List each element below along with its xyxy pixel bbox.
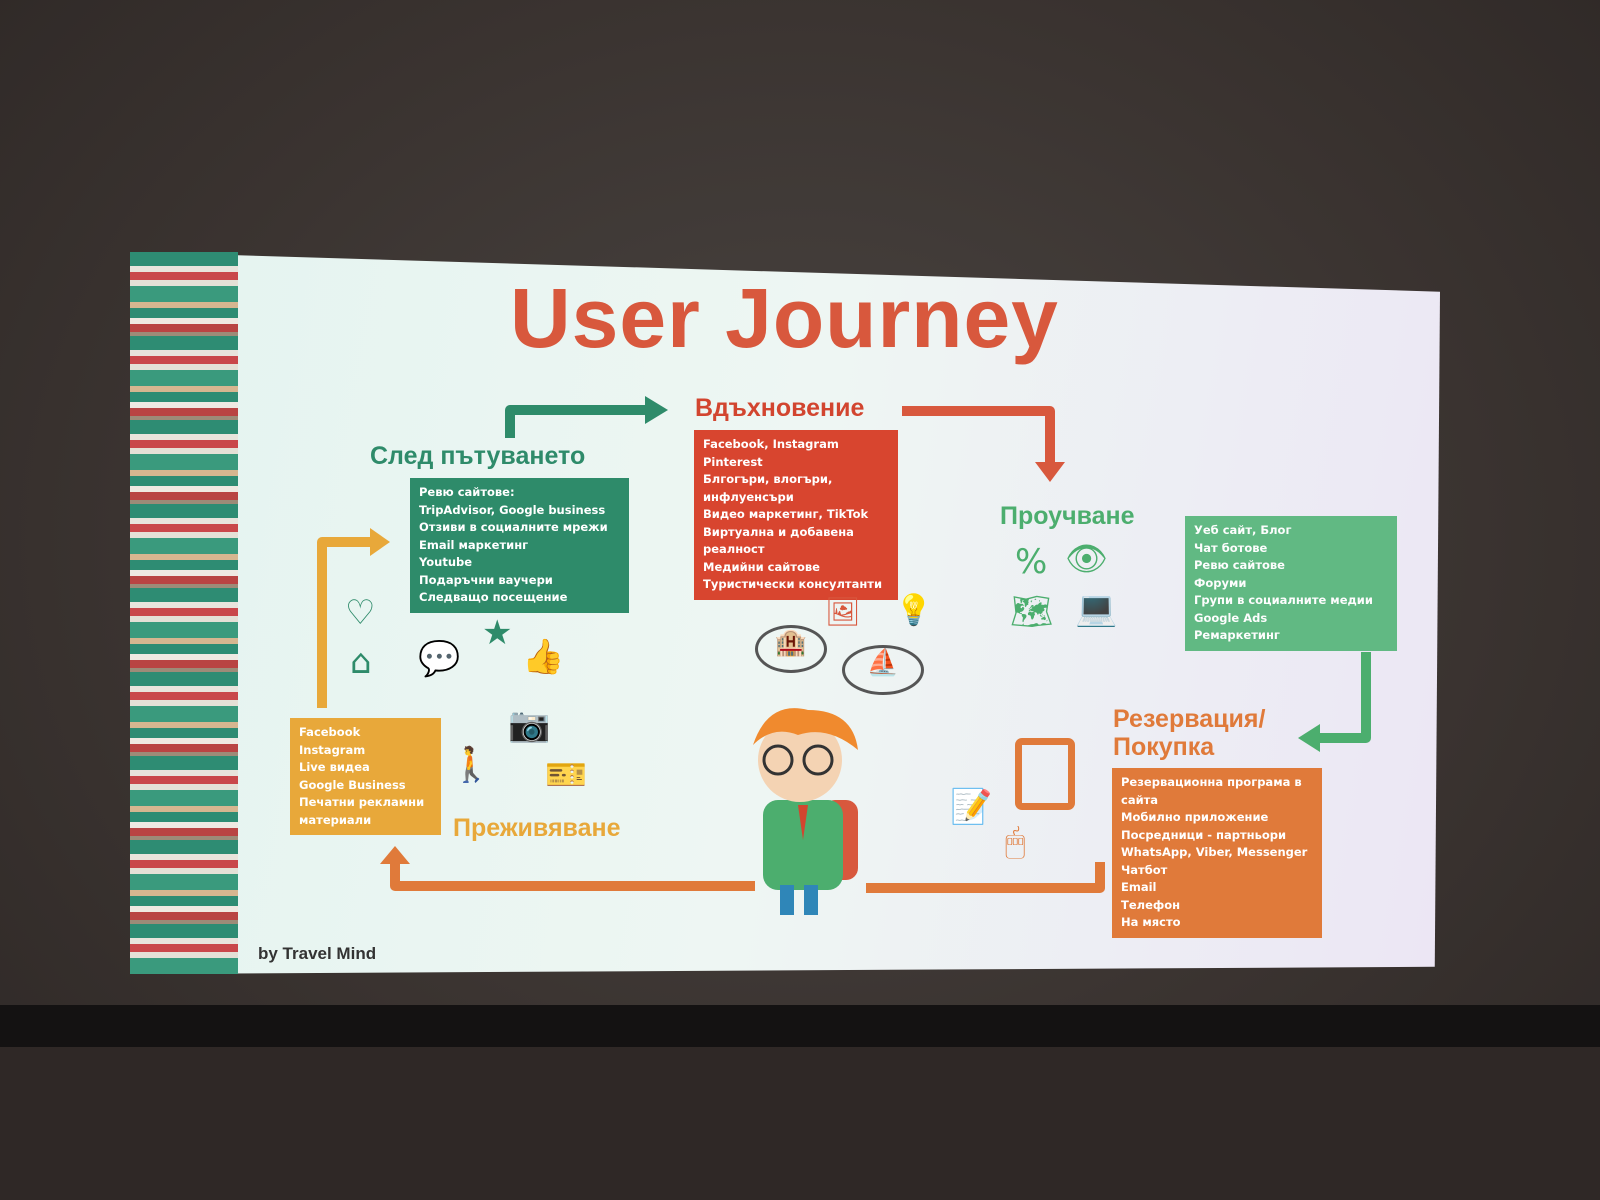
channel-item: Чат ботове (1194, 540, 1268, 555)
channel-item: Групи в социалните медии (1194, 593, 1373, 607)
map-icon: 🗺 (1010, 592, 1054, 632)
heart-icon: ♡ (345, 593, 376, 633)
channel-item: Ревю сайтове (1194, 558, 1285, 572)
laptop-icon: 💻 (1075, 589, 1118, 629)
eye-search-icon: 👁 (1065, 539, 1109, 579)
stage-title-research: Проучване (1000, 502, 1135, 530)
traveler-person-icon (753, 708, 858, 915)
channel-item: Facebook, Instagram (703, 437, 839, 451)
channel-item: Youtube (419, 555, 473, 569)
channel-item: Подаръчни ваучери (419, 572, 553, 587)
channel-item: Уеб сайт, Блог (1194, 523, 1292, 537)
channel-item: Google Ads (1194, 610, 1268, 625)
channel-item: Следващо посещение (419, 590, 568, 604)
tickets-icon: 🎫 (545, 755, 588, 795)
channel-item: Ревю сайтове: (419, 485, 515, 499)
mouse-icon: 🖱 (1005, 822, 1026, 862)
channel-item: Печатни рекламни материали (299, 795, 425, 827)
channel-item: Медийни сайтове (703, 559, 820, 574)
channel-item: Отзиви в социалните мрежи (419, 520, 608, 534)
channel-item: Видео маркетинг, TikTok (703, 507, 869, 521)
lightbulb-icon: 💡 (895, 593, 933, 628)
channel-item: Instagram (299, 742, 366, 757)
channel-item: Pinterest (703, 454, 763, 469)
channel-item: Мобилно приложение (1121, 810, 1269, 824)
arrow-person-to-experience (390, 862, 755, 891)
house-icon: ⌂ (350, 642, 372, 682)
stage-title-experience: Преживяване (453, 814, 621, 842)
stage-title-booking: Резервация/ Покупка (1113, 705, 1266, 761)
sailboat-thought-icon: ⛵ (842, 645, 924, 695)
channel-item: Форуми (1194, 575, 1247, 590)
channel-item: Live видеа (299, 760, 370, 774)
arrow-after-to-inspiration (505, 405, 645, 438)
arrow-booking-to-person (866, 862, 1105, 893)
decorative-stripes (130, 252, 238, 974)
screen-bottom-bar (0, 1005, 1600, 1047)
channel-item: Чатбот (1121, 862, 1168, 877)
channel-item: На място (1121, 915, 1181, 929)
credit-text: by Travel Mind (258, 944, 377, 963)
after-trip-channels-box: Ревю сайтове: TripAdvisor, Google busines… (410, 478, 629, 613)
channel-item: Google Business (299, 777, 406, 792)
photos-icon: 🖼 (825, 595, 861, 628)
hotel-thought-icon: 🏨 (755, 625, 827, 673)
channel-item: Ремаркетинг (1194, 628, 1280, 642)
star-icon: ★ (482, 613, 513, 653)
discount-icon: % (1015, 542, 1048, 582)
channel-item: Телефон (1121, 897, 1181, 912)
arrow-inspiration-to-research (902, 406, 1055, 465)
channel-item: Резервационна програма в сайта (1121, 775, 1302, 807)
camera-icon: 📷 (508, 705, 551, 745)
arrow-research-to-booking (1318, 652, 1371, 743)
arrow-experience-to-after (317, 537, 372, 708)
chat-bubble-icon: 💬 (418, 639, 461, 679)
thumbs-up-icon: 👍 (522, 637, 565, 677)
tablet-icon (1015, 738, 1075, 810)
floor (0, 1047, 1600, 1200)
slide-title: User Journey (510, 271, 1059, 365)
channel-item: Email маркетинг (419, 537, 529, 552)
stage-title-inspiration: Вдъхновение (695, 394, 865, 422)
form-icon: 📝 (950, 787, 993, 827)
channel-item: Facebook (299, 725, 361, 739)
stage-title-after-trip: След пътуването (370, 442, 586, 470)
channel-item: Посредници - партньори (1121, 827, 1287, 842)
channel-item: Email (1121, 880, 1157, 894)
channel-item: TripAdvisor, Google business (419, 502, 606, 517)
channel-item: WhatsApp, Viber, Messenger (1121, 845, 1308, 859)
channel-item: Туристически консултанти (703, 577, 883, 591)
hiker-icon: 🚶 (450, 745, 493, 785)
channel-item: Виртуална и добавена реалност (703, 524, 854, 557)
channel-item: Блгогъри, влогъри, инфлуенсъри (703, 472, 833, 504)
